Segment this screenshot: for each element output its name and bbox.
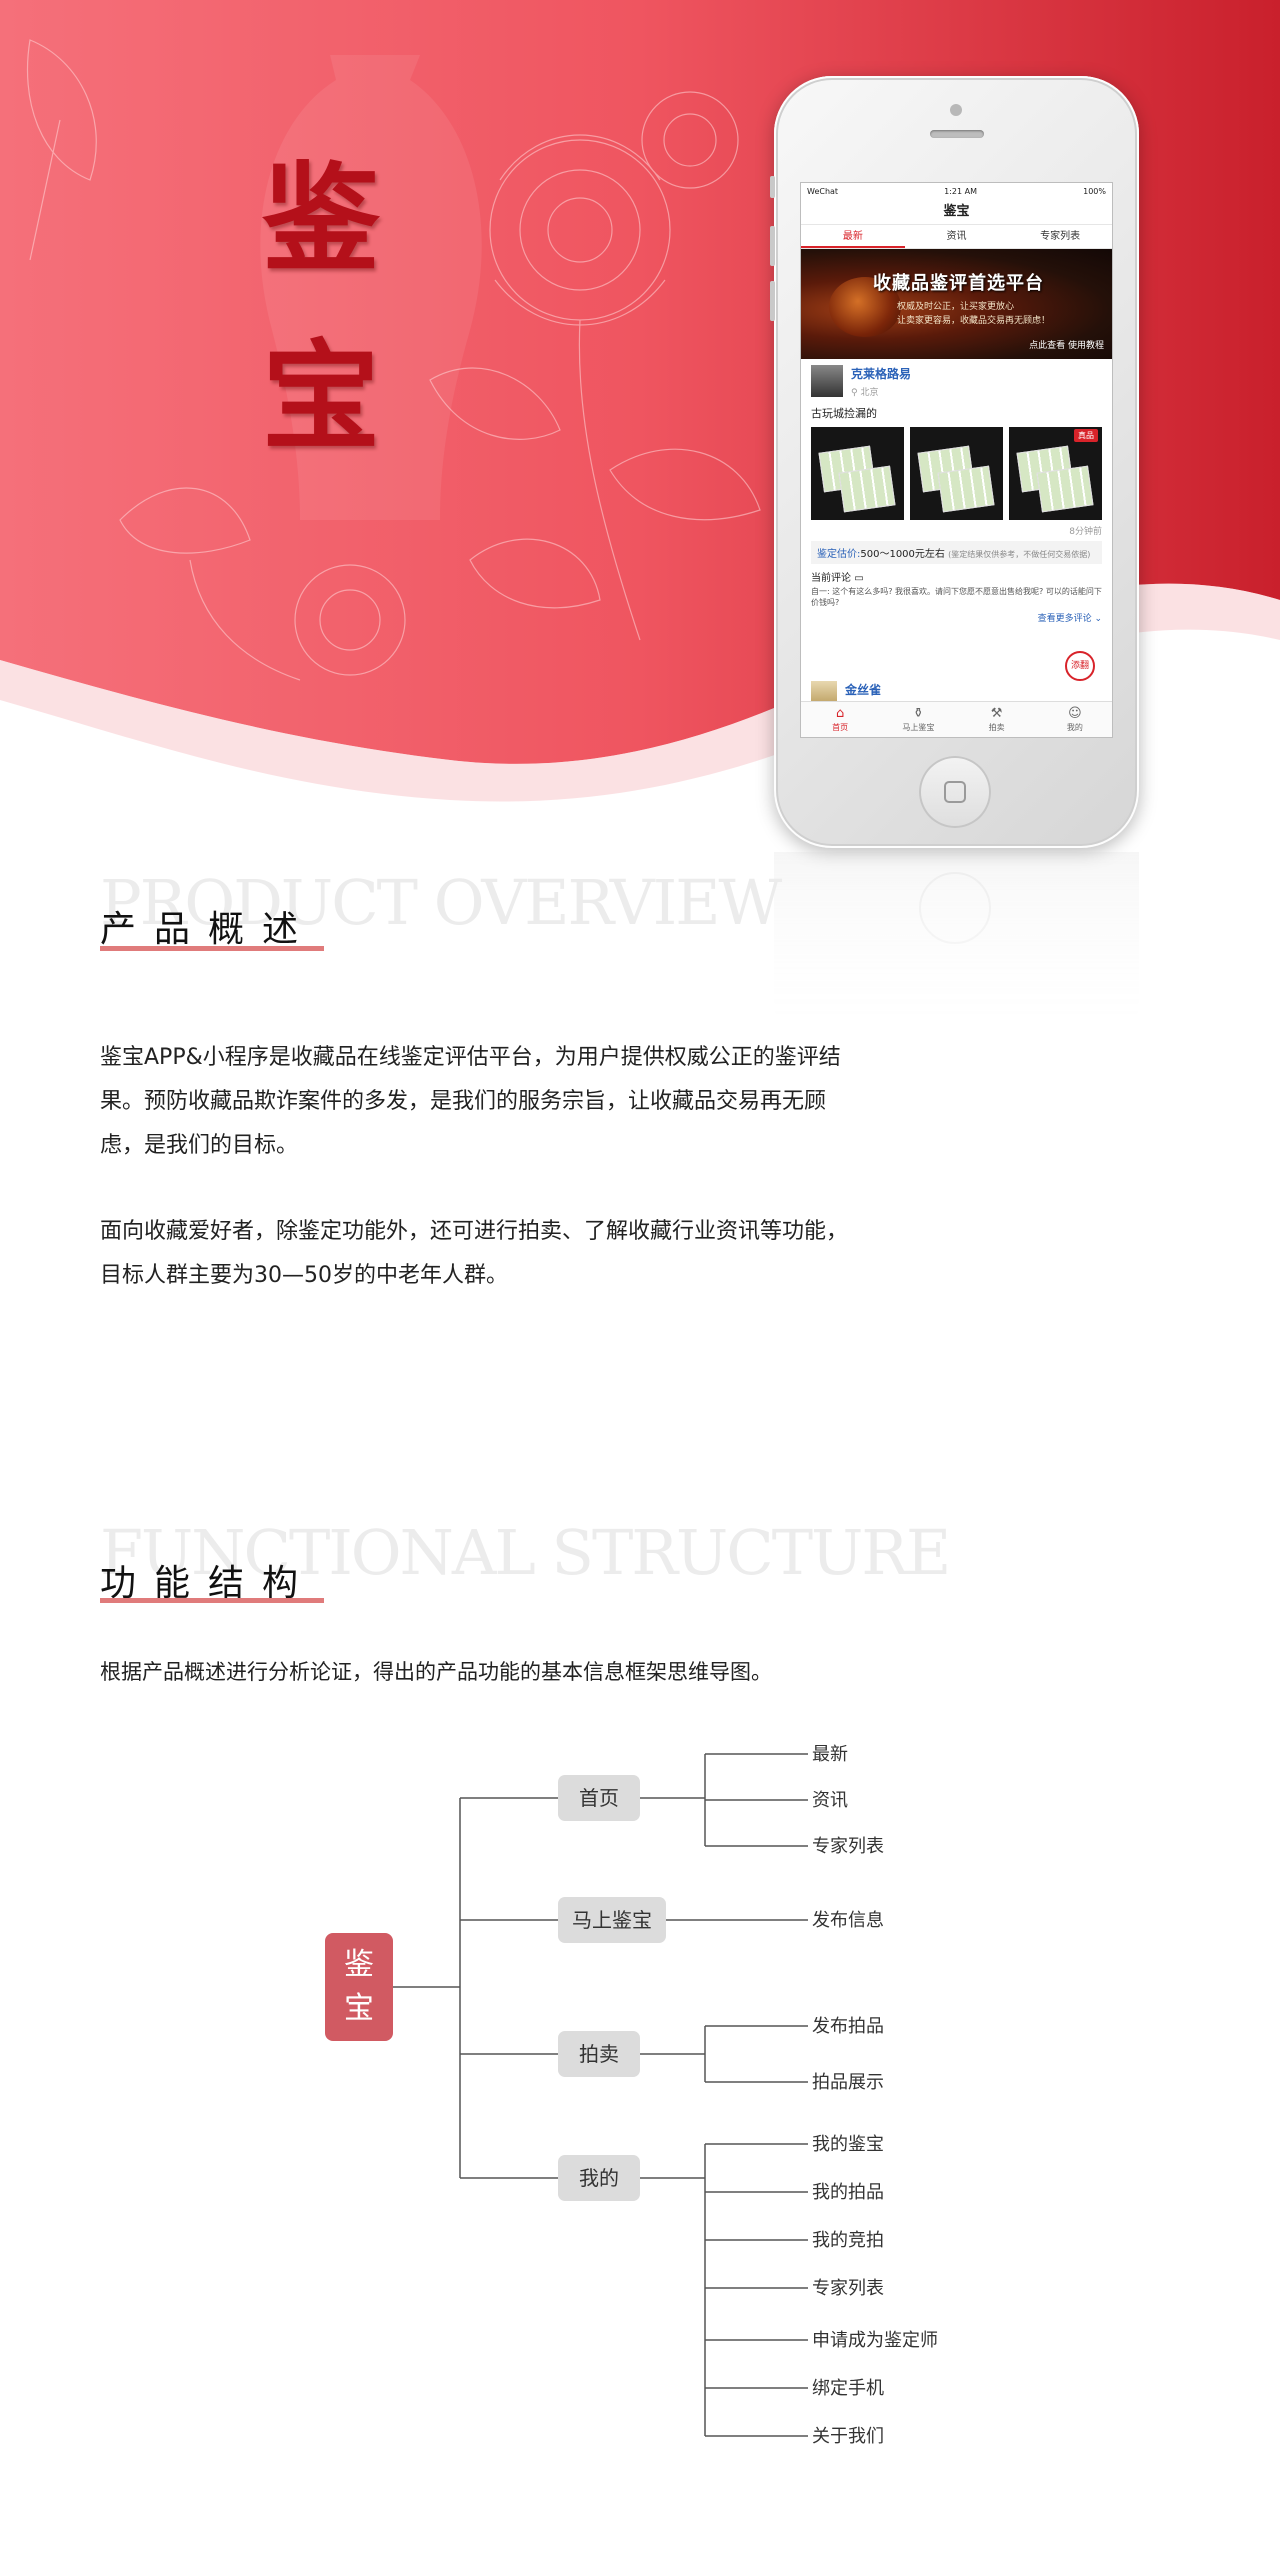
phone-screen: WeChat 1:21 AM 100% 鉴宝 最新 资讯 专家列表 收藏品鉴评首… [800, 182, 1113, 738]
next-user-name[interactable]: 金丝雀 [845, 683, 882, 697]
banner-tutorial-link[interactable]: 点此查看 使用教程 [1029, 341, 1104, 351]
banner-headline: 收藏品鉴评首选平台 [873, 273, 1044, 294]
leaf-auction-display: 拍品展示 [812, 2072, 884, 2093]
comment-text: 自一: 这个有这么多吗? 我很喜欢。请问下您愿不愿意出售给我呢? 可以的话能问下… [811, 587, 1102, 607]
phone-mockup: WeChat 1:21 AM 100% 鉴宝 最新 资讯 专家列表 收藏品鉴评首… [770, 76, 1139, 848]
volume-down-button [770, 281, 775, 321]
structure-title-underline [100, 1598, 324, 1603]
leaf-home-experts: 专家列表 [812, 1836, 884, 1857]
overview-para-2: 面向收藏爱好者，除鉴定功能外，还可进行拍卖、了解收藏行业资讯等功能，目标人群主要… [100, 1219, 849, 1288]
status-carrier: WeChat [807, 186, 839, 196]
hero-title-char-1: 鉴 [262, 149, 381, 288]
appraisal-box: 鉴定估价:500～1000元左右 (鉴定结果仅供参考，不做任何交易依据) [811, 541, 1102, 564]
tabbar-mine-label: 我的 [1066, 723, 1083, 732]
status-battery: 100% [1083, 186, 1106, 196]
tab-experts[interactable]: 专家列表 [1040, 231, 1081, 242]
user-icon: ☺ [1068, 706, 1082, 721]
leaf-mine-bind-phone: 绑定手机 [812, 2378, 884, 2399]
leaf-home-news: 资讯 [812, 1790, 848, 1811]
tabbar-appraise[interactable]: ⚱ 马上鉴宝 [879, 702, 957, 737]
tabbar-appraise-label: 马上鉴宝 [902, 723, 935, 732]
nav-title: 鉴宝 [801, 199, 1112, 225]
post-location: ⚲ 北京 [851, 385, 911, 398]
post-time: 8分钟前 [1069, 527, 1102, 537]
avatar[interactable] [811, 365, 843, 397]
gavel-icon: ⚒ [990, 706, 1003, 721]
comment-header: 当前评论 ▭ [811, 569, 1102, 584]
post-photo-2[interactable] [910, 427, 1003, 520]
branch-appraise: 马上鉴宝 [558, 1897, 666, 1943]
structure-title: 功能结构 [100, 1563, 317, 1604]
post-photos: 真品 [811, 427, 1102, 520]
top-tabs: 最新 资讯 专家列表 [801, 225, 1112, 249]
tabbar-auction-label: 拍卖 [988, 723, 1005, 732]
location-pin-icon: ⚲ [851, 388, 858, 398]
hero-title: 鉴 宝 [262, 130, 381, 486]
mute-switch [770, 176, 775, 198]
overview-para-1: 鉴宝APP&小程序是收藏品在线鉴定评估平台，为用户提供权威公正的鉴评结果。预防收… [100, 1045, 841, 1158]
status-time: 1:21 AM [944, 186, 978, 196]
promo-banner[interactable]: 收藏品鉴评首选平台 权威及时公正，让买家更放心 让卖家更容易，收藏品交易再无顾虑… [801, 249, 1112, 359]
root-char-2: 宝 [344, 1991, 374, 2026]
tabbar-mine[interactable]: ☺ 我的 [1036, 702, 1112, 737]
post-photo-1[interactable] [811, 427, 904, 520]
appraisal-note: (鉴定结果仅供参考，不做任何交易依据) [948, 550, 1091, 559]
root-char-1: 鉴 [344, 1947, 374, 1982]
mind-map-root: 鉴 宝 [325, 1933, 393, 2041]
tabbar-auction[interactable]: ⚒ 拍卖 [958, 702, 1036, 737]
leaf-mine-bids: 我的竞拍 [812, 2230, 884, 2251]
more-comments-link[interactable]: 查看更多评论 ⌄ [811, 611, 1102, 624]
post-user-name[interactable]: 克莱格路易 [851, 367, 912, 381]
genuine-tag: 真品 [1074, 429, 1098, 442]
tab-latest[interactable]: 最新 [801, 225, 905, 248]
structure-bg-word: FUNCTIONAL STRUCTURE [100, 1516, 951, 1589]
post-user: 克莱格路易 ⚲ 北京 [811, 365, 1102, 403]
post-text: 古玩城捡漏的 [811, 407, 877, 420]
overview-title: 产品概述 [100, 909, 317, 950]
leaf-mine-about: 关于我们 [812, 2426, 884, 2447]
branch-home: 首页 [558, 1775, 640, 1821]
add-appraisal-button[interactable]: 添翻 [1065, 651, 1095, 681]
leaf-auction-publish: 发布拍品 [812, 2016, 884, 2037]
banner-line-1: 权威及时公正，让买家更放心 [897, 302, 1015, 312]
tabbar-home[interactable]: ⌂ 首页 [801, 702, 879, 737]
volume-up-button [770, 226, 775, 266]
phone-reflection [774, 852, 1139, 1042]
post-photo-3[interactable]: 真品 [1009, 427, 1102, 520]
appraise-icon: ⚱ [912, 706, 924, 721]
appraisal-value: 500～1000元左右 [860, 549, 945, 560]
banner-line-2: 让卖家更容易，收藏品交易再无顾虑！ [897, 316, 1051, 326]
leaf-mine-items: 我的拍品 [812, 2182, 884, 2203]
leaf-appraise-publish: 发布信息 [812, 1910, 884, 1931]
home-icon: ⌂ [835, 706, 845, 721]
more-comments-text: 查看更多评论 [1037, 614, 1092, 624]
overview-title-underline [100, 946, 324, 951]
overview-bg-word: PRODUCT OVERVIEW [100, 866, 782, 939]
structure-intro: 根据产品概述进行分析论证，得出的产品功能的基本信息框架思维导图。 [100, 1660, 772, 1684]
tab-news[interactable]: 资讯 [946, 231, 967, 242]
post-location-text: 北京 [860, 388, 879, 398]
leaf-mine-appraisals: 我的鉴宝 [812, 2134, 884, 2155]
appraisal-label: 鉴定估价: [817, 549, 861, 560]
tabbar-home-label: 首页 [832, 723, 849, 732]
leaf-mine-experts: 专家列表 [812, 2278, 884, 2299]
bottom-tab-bar: ⌂ 首页 ⚱ 马上鉴宝 ⚒ 拍卖 ☺ 我的 [801, 701, 1112, 737]
leaf-mine-apply: 申请成为鉴定师 [812, 2330, 938, 2351]
post-card[interactable]: 克莱格路易 ⚲ 北京 古玩城捡漏的 [801, 359, 1112, 624]
branch-auction: 拍卖 [558, 2031, 640, 2077]
hero-title-char-2: 宝 [262, 327, 381, 466]
bowl-image [829, 277, 901, 337]
home-button [919, 756, 991, 828]
status-bar: WeChat 1:21 AM 100% [801, 183, 1112, 199]
mind-map-connectors [393, 1753, 808, 2437]
front-camera [950, 104, 962, 116]
leaf-home-latest: 最新 [812, 1744, 848, 1765]
mind-map: 鉴 宝 首页 马上鉴宝 拍卖 我的 最新 资讯 专家列表 发布信息 发布拍品 拍… [0, 1720, 1280, 2480]
branch-mine: 我的 [558, 2155, 640, 2201]
comment-icon: ▭ [854, 573, 864, 584]
speaker-grille [930, 130, 984, 138]
comment-header-text: 当前评论 [811, 573, 851, 584]
chevron-down-icon: ⌄ [1094, 614, 1102, 624]
